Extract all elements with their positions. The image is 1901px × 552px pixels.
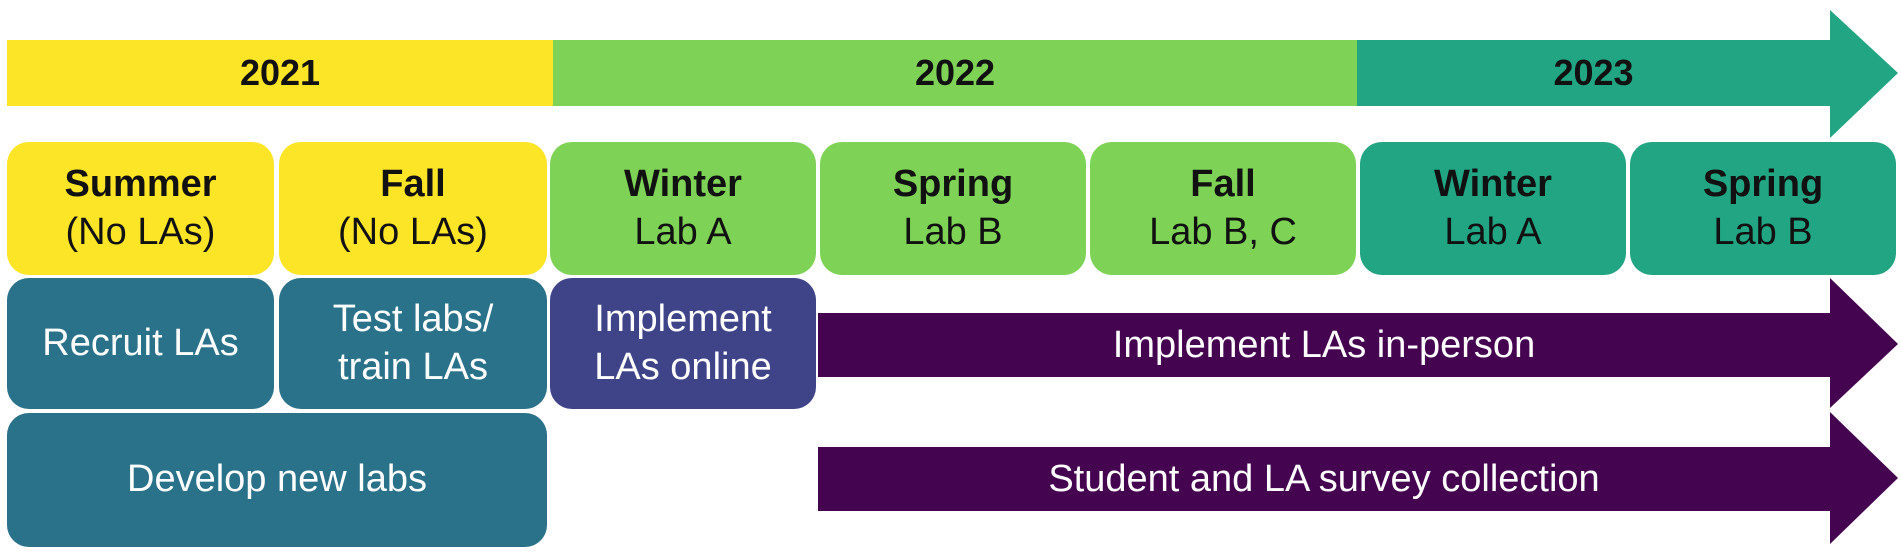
- term-winter-2023: Winter Lab A: [1360, 142, 1626, 275]
- year-2022-text: 2022: [914, 52, 996, 93]
- survey-collection-label: Student and LA survey collection: [1048, 457, 1600, 500]
- year-label-2021: 2021: [7, 40, 553, 106]
- survey-collection-arrow: [818, 412, 1898, 544]
- year-2023-text: 2023: [1553, 52, 1634, 93]
- term-summer-2021: Summer (No LAs): [7, 142, 274, 275]
- term-winter-2022: Winter Lab A: [550, 142, 816, 275]
- term-detail: Lab B, C: [1149, 210, 1297, 253]
- term-season: Fall: [380, 163, 446, 205]
- survey-collection-label-box: Student and LA survey collection: [818, 447, 1830, 511]
- year-label-2022: 2022: [553, 40, 1357, 106]
- implement-in-person-label: Implement LAs in-person: [1112, 323, 1536, 366]
- task-develop-label: Develop new labs: [127, 458, 427, 501]
- term-season: Summer: [64, 163, 217, 205]
- task-recruit-las: Recruit LAs: [7, 278, 274, 409]
- task-implement-online-line1: Implement: [594, 298, 772, 340]
- year-2021-text: 2021: [239, 52, 321, 93]
- task-recruit-label: Recruit LAs: [42, 321, 239, 364]
- implement-in-person-label-box: Implement LAs in-person: [818, 313, 1830, 377]
- task-test-label-line1: Test labs/: [332, 298, 494, 340]
- task-develop-labs: Develop new labs: [7, 413, 547, 547]
- term-fall-2022: Fall Lab B, C: [1090, 142, 1356, 275]
- year-label-2023: 2023: [1357, 40, 1830, 106]
- term-fall-2021: Fall (No LAs): [279, 142, 547, 275]
- implement-in-person-arrow: [818, 278, 1898, 408]
- year-band-2021: [7, 40, 553, 106]
- year-band-2023-arrow: [1357, 10, 1898, 138]
- term-season: Spring: [1702, 163, 1824, 205]
- task-test-label-line2: train LAs: [338, 345, 488, 388]
- term-detail: Lab B: [1713, 210, 1813, 253]
- term-season: Winter: [1434, 163, 1552, 205]
- term-spring-2023: Spring Lab B: [1630, 142, 1896, 275]
- term-detail: Lab A: [1444, 210, 1542, 253]
- term-detail: (No LAs): [65, 210, 216, 253]
- task-implement-online-line2: LAs online: [594, 345, 772, 388]
- task-test-labs: Test labs/ train LAs: [279, 278, 547, 409]
- term-season: Spring: [892, 163, 1014, 205]
- term-detail: (No LAs): [338, 210, 488, 253]
- term-detail: Lab A: [634, 210, 732, 253]
- term-detail: Lab B: [903, 210, 1003, 253]
- year-band-2022: [553, 40, 1357, 106]
- term-season: Winter: [624, 163, 742, 205]
- term-season: Fall: [1190, 163, 1256, 205]
- term-spring-2022: Spring Lab B: [820, 142, 1086, 275]
- task-implement-online: Implement LAs online: [550, 278, 816, 409]
